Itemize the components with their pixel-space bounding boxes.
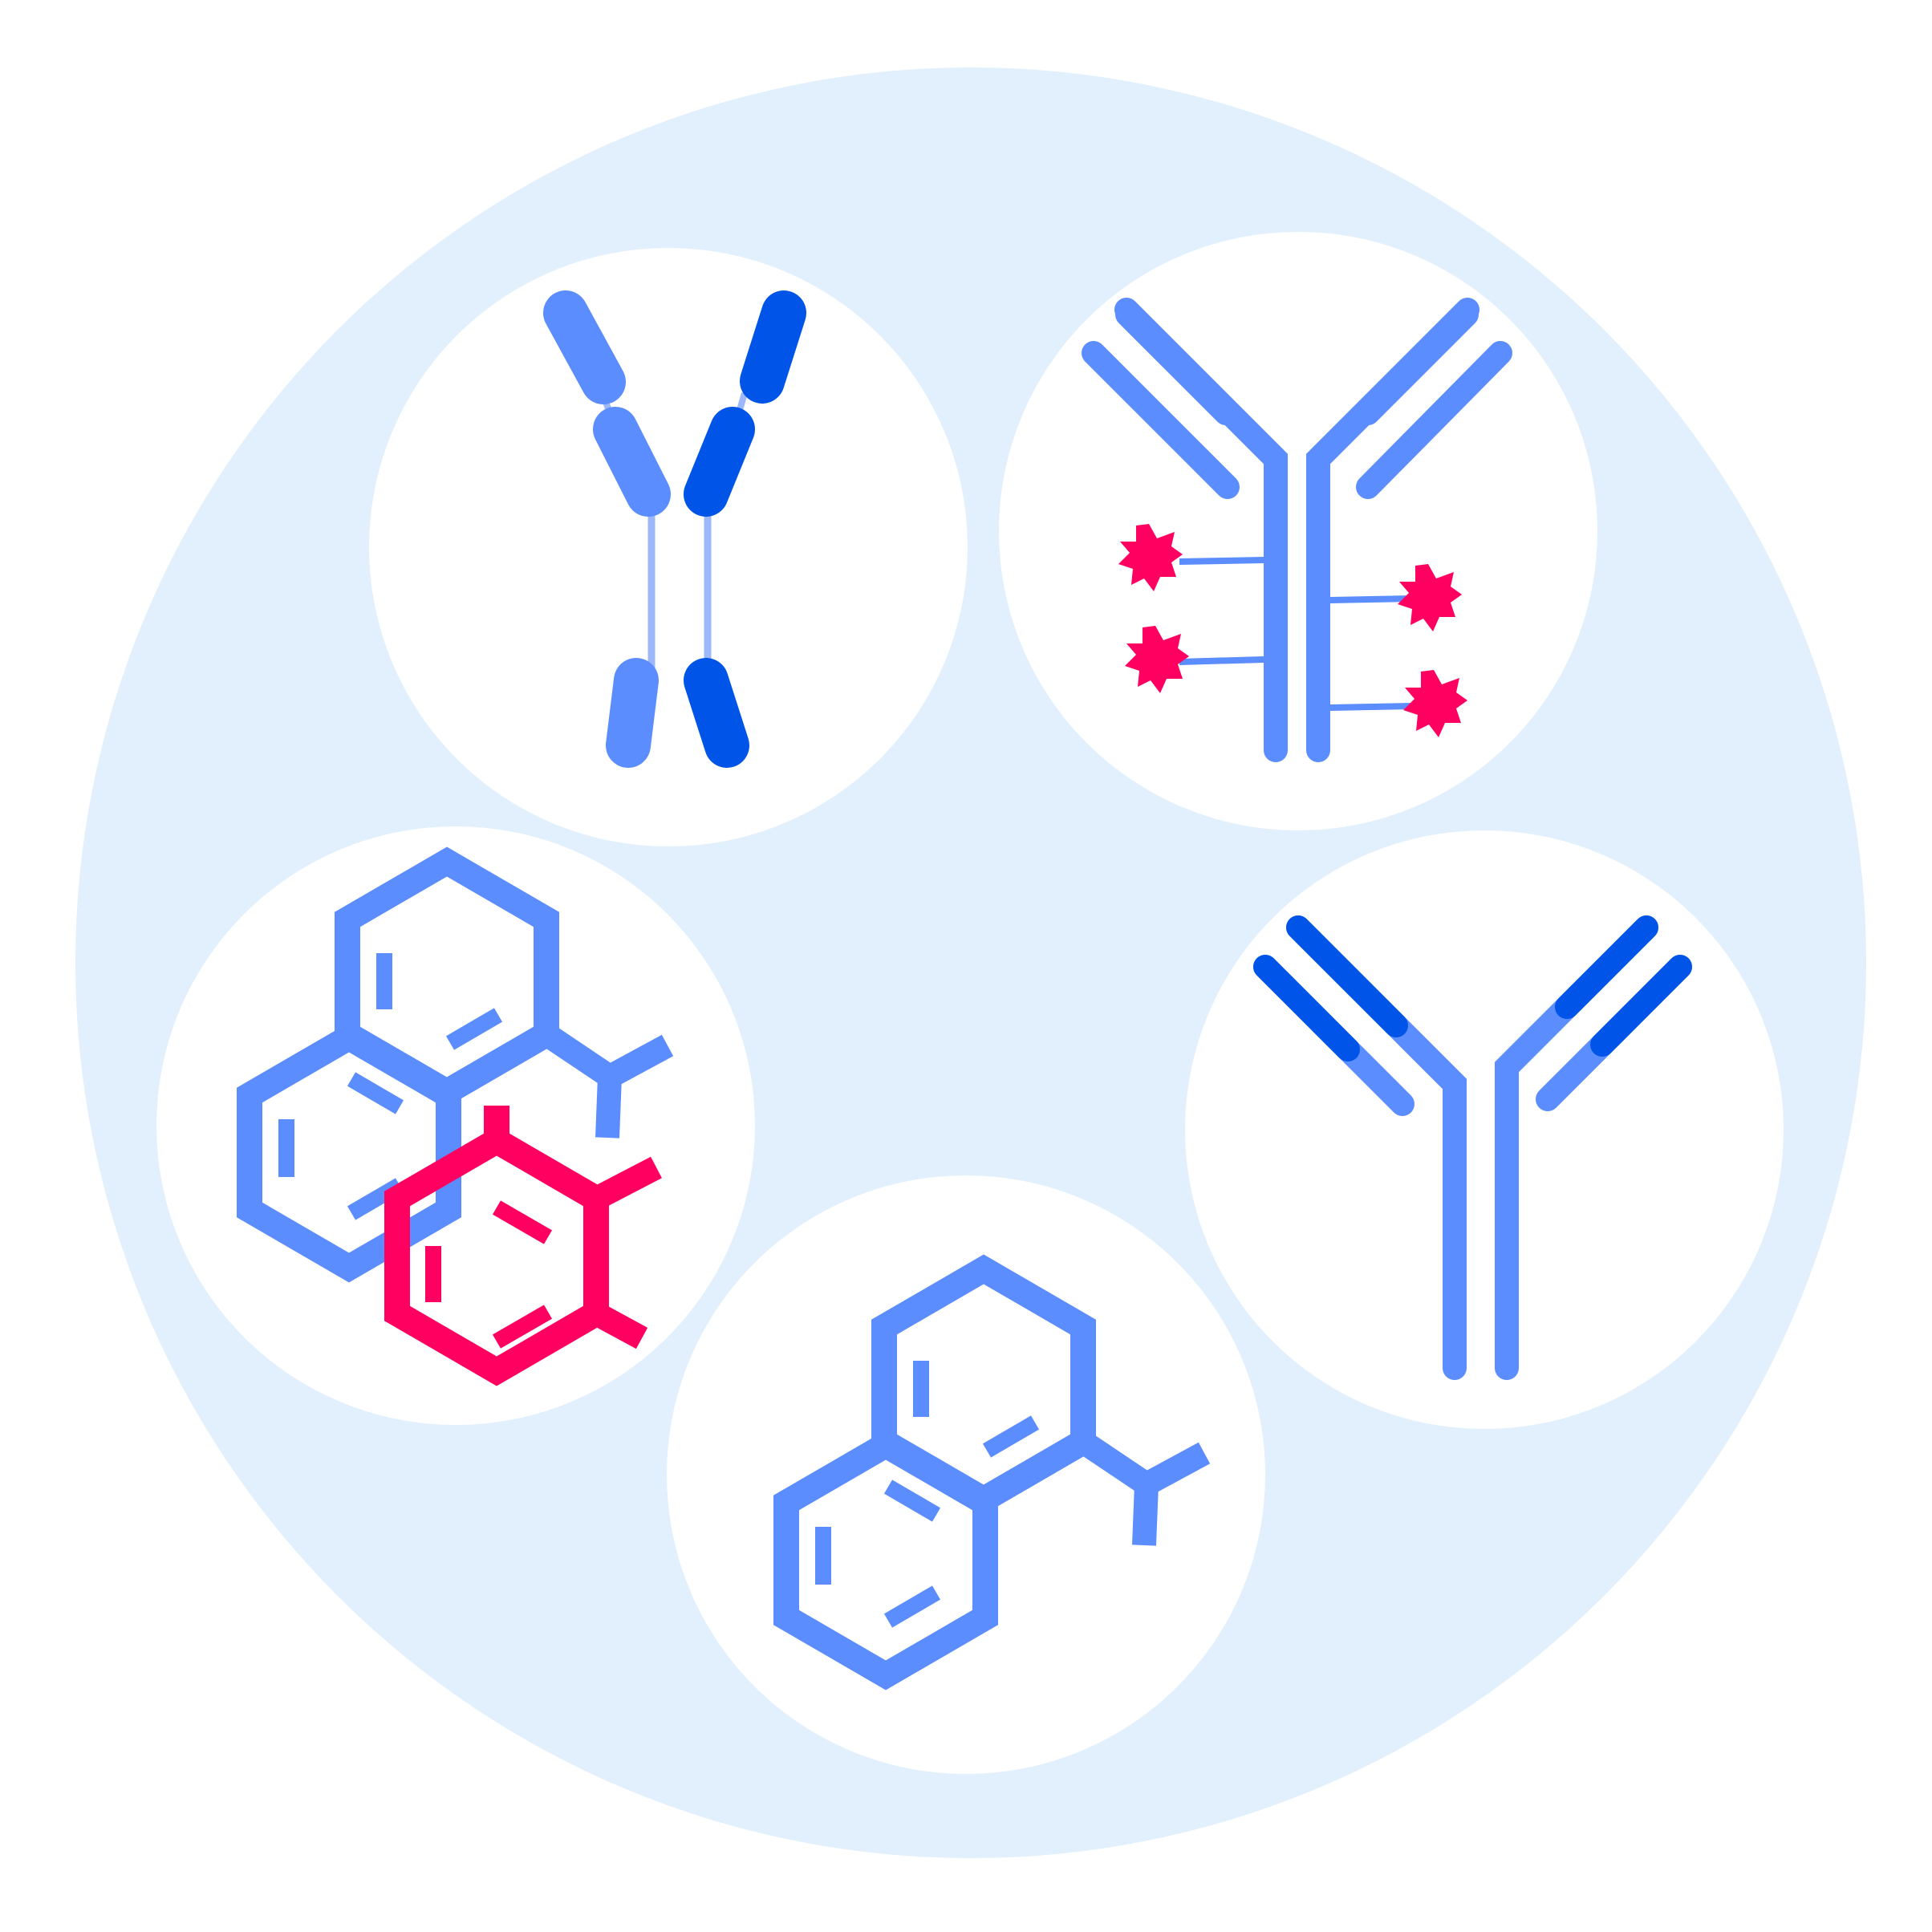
antibody-fragment-panel [369,248,968,846]
bispecific-antibody-panel [1185,830,1784,1429]
panel-circle [369,248,968,846]
modified-small-molecule-icon [237,846,674,1386]
modified-small-molecule-panel [156,826,755,1425]
antibody-fragment-icon [543,290,806,768]
small-molecule-panel [667,1175,1265,1774]
bispecific-antibody-icon [1253,915,1692,1380]
antibody-drug-conjugate-icon [1082,298,1512,762]
panel-circle [1185,830,1784,1429]
panel-circle [999,232,1597,830]
antibody-drug-conjugate-panel [999,232,1597,830]
small-molecule-icon [773,1254,1211,1690]
